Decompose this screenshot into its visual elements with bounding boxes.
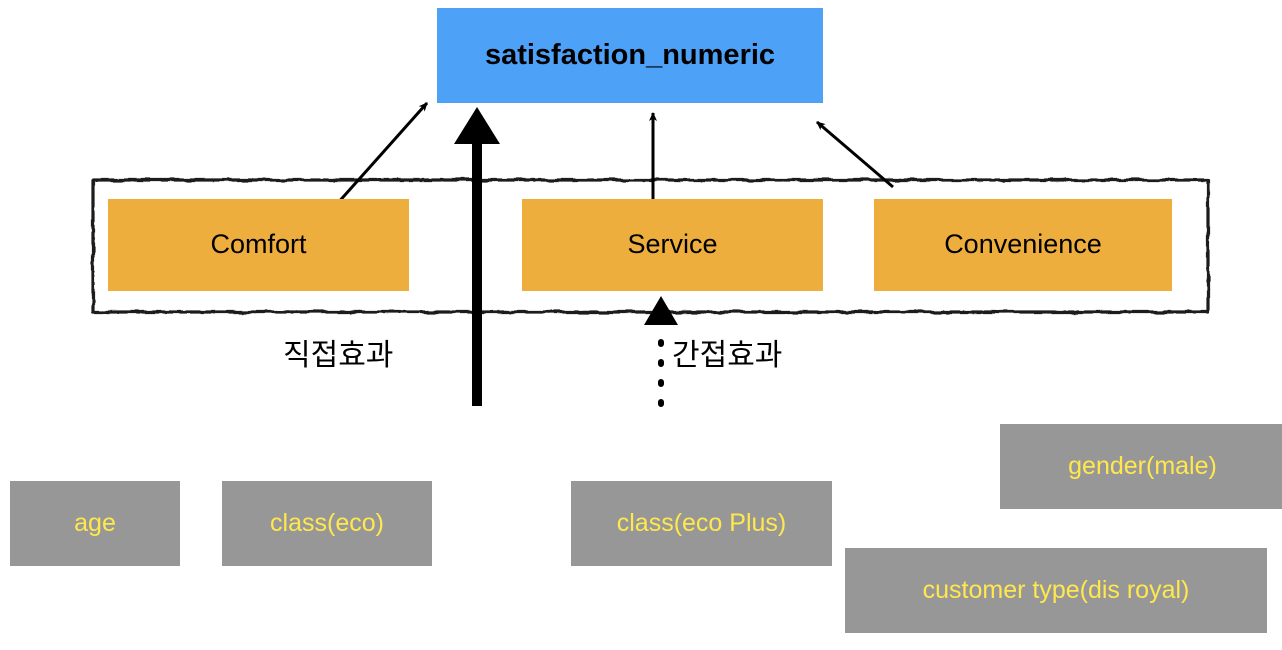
predictor-node-label: gender(male): [1068, 451, 1217, 480]
mediator-node-convenience: Convenience: [874, 199, 1172, 291]
predictor-node-label: age: [74, 508, 116, 537]
outcome-node-label: satisfaction_numeric: [484, 38, 776, 71]
mediator-node-label: Comfort: [210, 229, 307, 260]
predictor-node-class-eco: class(eco): [222, 481, 432, 566]
outcome-node-satisfaction-numeric: satisfaction_numeric: [437, 8, 823, 103]
mediator-node-comfort: Comfort: [108, 199, 409, 291]
arrow-direct-effect: [454, 107, 500, 406]
predictor-node-label: class(eco): [270, 508, 384, 537]
mediator-node-label: Service: [627, 229, 718, 260]
indirect-effect-label: 간접효과: [672, 339, 783, 372]
predictor-node-age: age: [10, 481, 180, 566]
arrow-convenience-to-outcome: [816, 120, 894, 189]
predictor-node-customer-type-dis-royal: customer type(dis royal): [845, 548, 1267, 633]
predictor-node-gender-male: gender(male): [1000, 424, 1282, 509]
arrow-comfort-to-outcome: [326, 102, 429, 215]
mediator-node-label: Convenience: [944, 229, 1102, 260]
predictor-node-label: class(eco Plus): [616, 508, 787, 537]
mediator-node-service: Service: [522, 199, 823, 291]
predictor-node-label: customer type(dis royal): [922, 575, 1190, 604]
direct-effect-label: 직접효과: [283, 339, 394, 372]
predictor-node-class-eco-plus: class(eco Plus): [571, 481, 832, 566]
